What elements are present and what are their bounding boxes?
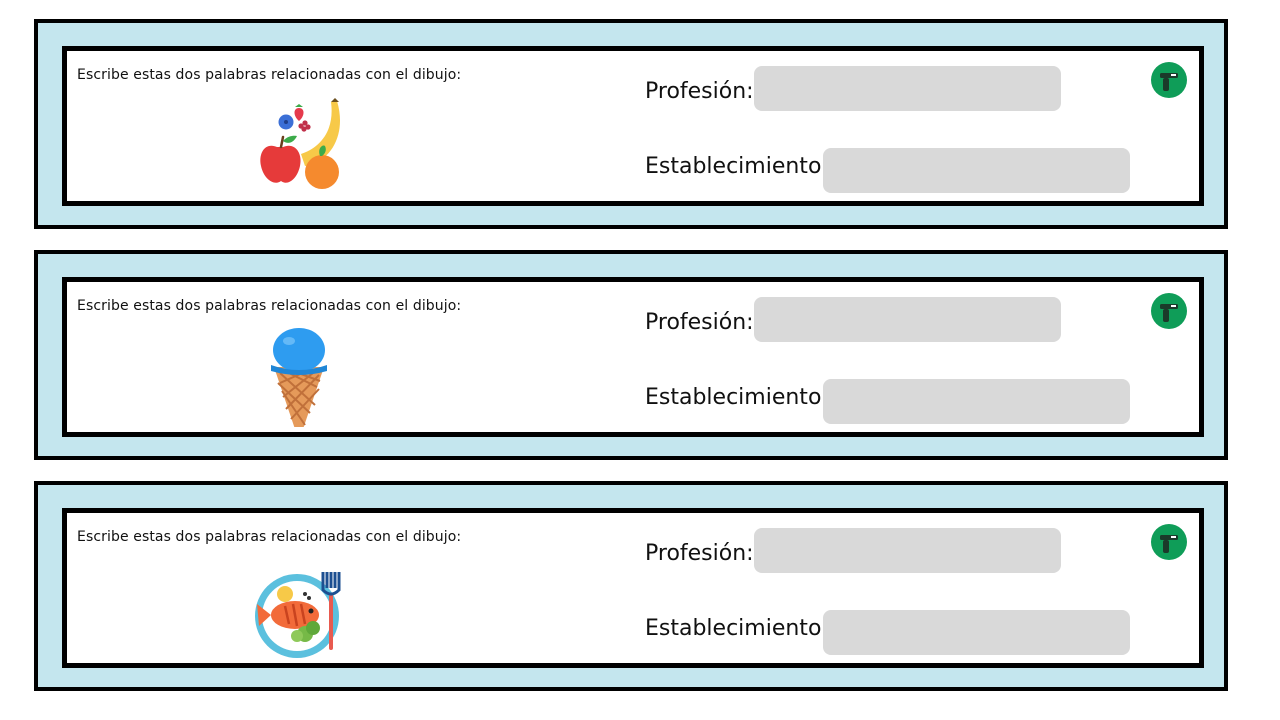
fruits-icon: [260, 98, 341, 189]
card-inner: Escribe estas dos palabras relacionadas …: [62, 277, 1204, 437]
profession-input[interactable]: [754, 297, 1061, 342]
establishment-label: Establecimiento:: [645, 616, 829, 641]
establishment-label: Establecimiento:: [645, 385, 829, 410]
profession-input[interactable]: [754, 528, 1061, 573]
establishment-input[interactable]: [823, 610, 1130, 655]
activity-card-2: Escribe estas dos palabras relacionadas …: [34, 250, 1228, 460]
profession-label: Profesión:: [645, 541, 754, 566]
activity-card-1: Escribe estas dos palabras relacionadas …: [34, 19, 1228, 229]
card-inner: Escribe estas dos palabras relacionadas …: [62, 46, 1204, 206]
instruction-text: Escribe estas dos palabras relacionadas …: [77, 529, 462, 545]
establishment-input[interactable]: [823, 379, 1130, 424]
instruction-text: Escribe estas dos palabras relacionadas …: [77, 67, 462, 83]
establishment-input[interactable]: [823, 148, 1130, 193]
app-badge-icon: [1151, 524, 1187, 560]
fish-plate-icon: [255, 572, 341, 658]
establishment-label: Establecimiento:: [645, 154, 829, 179]
app-badge-icon: [1151, 293, 1187, 329]
profession-input[interactable]: [754, 66, 1061, 111]
profession-label: Profesión:: [645, 310, 754, 335]
instruction-text: Escribe estas dos palabras relacionadas …: [77, 298, 462, 314]
activity-card-3: Escribe estas dos palabras relacionadas …: [34, 481, 1228, 691]
profession-label: Profesión:: [645, 79, 754, 104]
ice-cream-icon: [271, 328, 327, 427]
app-badge-icon: [1151, 62, 1187, 98]
card-inner: Escribe estas dos palabras relacionadas …: [62, 508, 1204, 668]
